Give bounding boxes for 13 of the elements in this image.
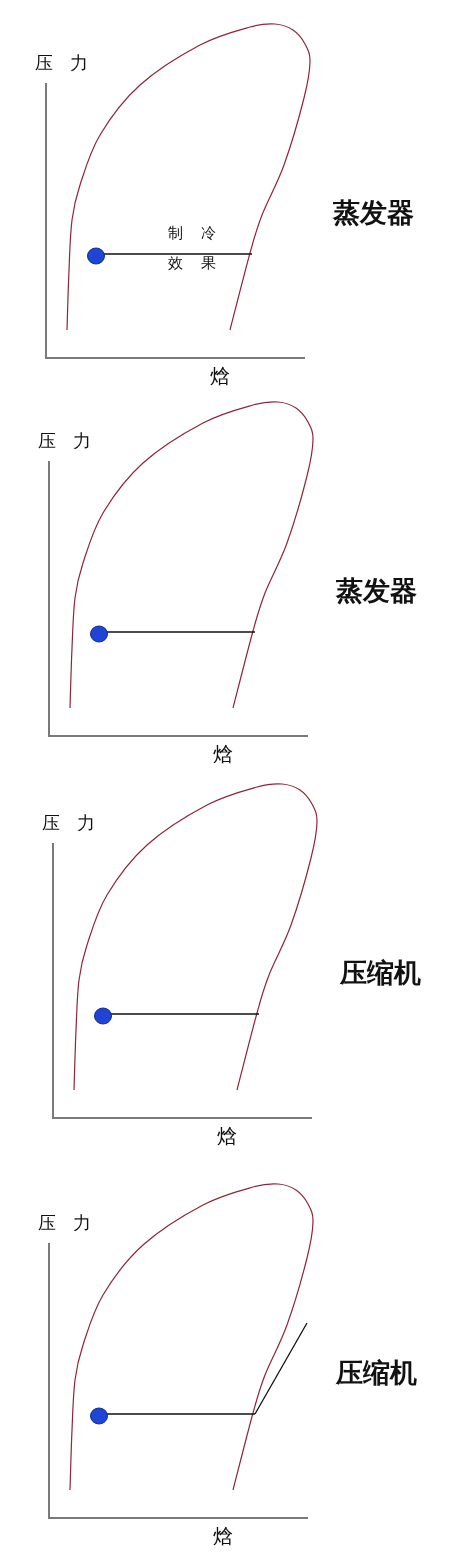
component-label: 蒸发器 <box>333 199 414 226</box>
y-axis-label: 压力 <box>38 1214 91 1232</box>
y-axis-label: 压力 <box>35 54 88 72</box>
x-axis-label: 焓 <box>213 744 233 764</box>
x-axis-label: 焓 <box>217 1126 237 1146</box>
y-axis-label: 压力 <box>38 432 91 450</box>
annotation-text: 制冷效果 <box>168 226 216 271</box>
component-label: 压缩机 <box>336 1359 417 1386</box>
component-label: 压缩机 <box>340 959 421 986</box>
component-label: 蒸发器 <box>336 577 417 604</box>
x-axis-label: 焓 <box>210 366 230 386</box>
y-axis-label: 压力 <box>42 814 95 832</box>
x-axis-label: 焓 <box>213 1526 233 1546</box>
